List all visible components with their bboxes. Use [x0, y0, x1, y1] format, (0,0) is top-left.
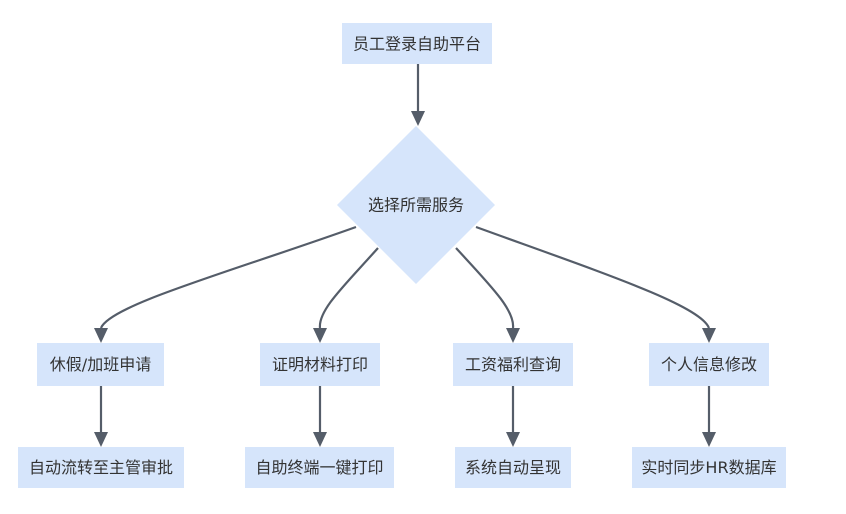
service-node-3: 工资福利查询 — [453, 343, 573, 386]
edges — [94, 64, 716, 447]
arrowhead — [506, 328, 520, 343]
service-node-label: 工资福利查询 — [465, 355, 561, 374]
edge-decision-to-service-1 — [99, 225, 357, 329]
edge-decision-to-service-3 — [455, 247, 515, 329]
decision-node-label: 选择所需服务 — [368, 196, 464, 215]
service-node-4: 个人信息修改 — [649, 343, 769, 386]
result-node-label: 实时同步HR数据库 — [641, 458, 776, 477]
decision-node: 选择所需服务 — [337, 126, 495, 284]
result-node-3: 系统自动呈现 — [455, 447, 571, 488]
arrowhead — [94, 432, 108, 447]
result-node-1: 自动流转至主管审批 — [18, 447, 184, 488]
result-node-label: 自动流转至主管审批 — [29, 458, 173, 477]
arrowhead — [702, 432, 716, 447]
arrowhead — [702, 328, 716, 343]
arrowhead — [411, 111, 425, 126]
arrowhead — [313, 328, 327, 343]
start-node: 员工登录自助平台 — [342, 23, 492, 64]
service-node-1: 休假/加班申请 — [37, 343, 164, 386]
service-node-label: 个人信息修改 — [661, 355, 757, 374]
result-node-label: 自助终端一键打印 — [255, 458, 383, 477]
edge-decision-to-service-4 — [475, 225, 711, 329]
arrowhead — [313, 432, 327, 447]
result-node-2: 自助终端一键打印 — [245, 447, 394, 488]
service-node-2: 证明材料打印 — [260, 343, 380, 386]
service-node-label: 证明材料打印 — [272, 355, 368, 374]
start-node-label: 员工登录自助平台 — [353, 35, 481, 54]
arrowhead — [94, 328, 108, 343]
result-node-4: 实时同步HR数据库 — [632, 447, 786, 488]
result-node-label: 系统自动呈现 — [465, 458, 561, 477]
edge-decision-to-service-2 — [318, 247, 379, 329]
arrowhead — [506, 432, 520, 447]
service-node-label: 休假/加班申请 — [50, 355, 151, 374]
